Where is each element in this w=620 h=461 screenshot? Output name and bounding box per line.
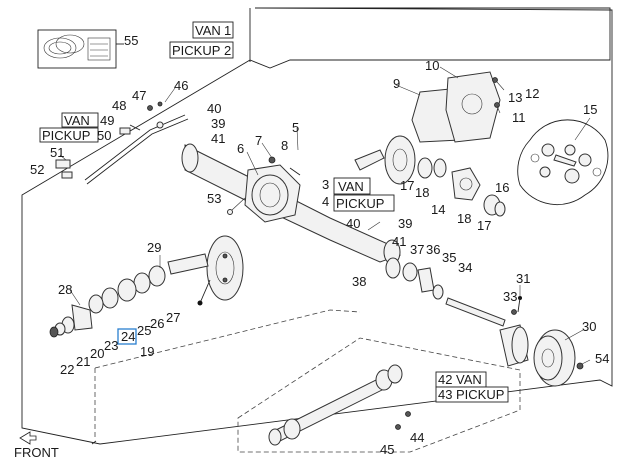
callout-13: 13 [508, 90, 522, 105]
callout-54: 54 [595, 351, 609, 366]
callout-46: 46 [174, 78, 188, 93]
variant-label-van-pickup-42-43: 42 VAN 43 PICKUP [435, 371, 509, 403]
callout-9: 9 [393, 76, 400, 91]
brake-cable [55, 101, 189, 185]
propshaft [268, 364, 411, 446]
callout-18b: 18 [457, 211, 471, 226]
svg-text:49: 49 [100, 113, 114, 128]
callout-12: 12 [525, 86, 539, 101]
callout-14: 14 [431, 202, 445, 217]
front-label: FRONT [14, 445, 59, 460]
label-pickup-2: PICKUP [172, 43, 220, 58]
callout-11: 11 [512, 110, 526, 125]
differential-carrier [354, 135, 506, 217]
callout-numbers: 55 10 9 13 12 11 15 46 47 48 40 39 41 5 … [30, 33, 609, 457]
callout-20: 20 [90, 346, 104, 361]
callout-36: 36 [426, 242, 440, 257]
callout-40: 40 [207, 101, 221, 116]
propshaft-frame [94, 309, 521, 453]
svg-text:2: 2 [224, 43, 231, 58]
callout-27: 27 [166, 310, 180, 325]
axle-shaft-right [385, 257, 529, 367]
callout-31: 31 [516, 271, 530, 286]
callout-21: 21 [76, 354, 90, 369]
svg-text:50: 50 [97, 128, 111, 143]
callout-40b: 40 [346, 216, 360, 231]
variant-label-van-pickup-3-4: 3 VAN 4 PICKUP [322, 177, 395, 212]
label-van-1: VAN [195, 23, 221, 38]
callout-18a: 18 [415, 185, 429, 200]
callout-23: 23 [104, 338, 118, 353]
callout-15: 15 [583, 102, 597, 117]
callout-25: 25 [137, 323, 151, 338]
label-van-3: VAN [338, 179, 364, 194]
callout-51: 51 [50, 145, 64, 160]
callout-19: 19 [140, 344, 154, 359]
label-van-49: VAN [64, 113, 90, 128]
callout-6: 6 [237, 141, 244, 156]
svg-text:3: 3 [322, 177, 329, 192]
leader-lines [59, 66, 591, 365]
callout-30: 30 [582, 319, 596, 334]
callout-17a: 17 [400, 178, 414, 193]
svg-text:4: 4 [322, 194, 329, 209]
callout-37: 37 [410, 242, 424, 257]
callout-8: 8 [281, 138, 288, 153]
diagram-frame [21, 7, 613, 445]
callout-16: 16 [495, 180, 509, 195]
callout-48: 48 [112, 98, 126, 113]
callout-34: 34 [458, 260, 472, 275]
callout-39b: 39 [398, 216, 412, 231]
label-van-42: VAN [456, 372, 482, 387]
svg-text:43: 43 [438, 387, 452, 402]
label-pickup-43: PICKUP [456, 387, 504, 402]
callout-39: 39 [211, 116, 225, 131]
axle-housing [181, 143, 401, 265]
variant-label-van-pickup-top: VAN 1 PICKUP 2 [169, 21, 234, 59]
callout-47: 47 [132, 88, 146, 103]
differential-gears-detail [517, 119, 609, 206]
callout-33: 33 [503, 289, 517, 304]
brake-drum [533, 329, 584, 387]
callout-24: 24 [121, 329, 135, 344]
svg-text:42: 42 [438, 372, 452, 387]
front-arrow-icon [19, 431, 37, 445]
front-marker: FRONT [14, 431, 59, 460]
callout-41b: 41 [392, 234, 406, 249]
callout-28: 28 [58, 282, 72, 297]
callout-10: 10 [425, 58, 439, 73]
callout-24-highlight [117, 328, 137, 345]
callout-45: 45 [380, 442, 394, 457]
variant-label-van-pickup-49-50: VAN 49 PICKUP 50 [39, 112, 114, 143]
callout-41: 41 [211, 131, 225, 146]
gasket-kit [37, 29, 124, 69]
callout-38: 38 [352, 274, 366, 289]
callout-35: 35 [442, 250, 456, 265]
differential-cover [411, 71, 501, 143]
callout-5: 5 [292, 120, 299, 135]
label-pickup-4: PICKUP [336, 196, 384, 211]
callout-53: 53 [207, 191, 221, 206]
label-pickup-50: PICKUP [42, 128, 90, 143]
svg-text:1: 1 [224, 23, 231, 38]
callout-17b: 17 [477, 218, 491, 233]
callout-44: 44 [410, 430, 424, 445]
callout-7: 7 [255, 133, 262, 148]
callout-22: 22 [60, 362, 74, 377]
callout-26: 26 [150, 316, 164, 331]
callout-52: 52 [30, 162, 44, 177]
callout-55: 55 [124, 33, 138, 48]
callout-29: 29 [147, 240, 161, 255]
ring-gear-pinion [49, 235, 244, 338]
